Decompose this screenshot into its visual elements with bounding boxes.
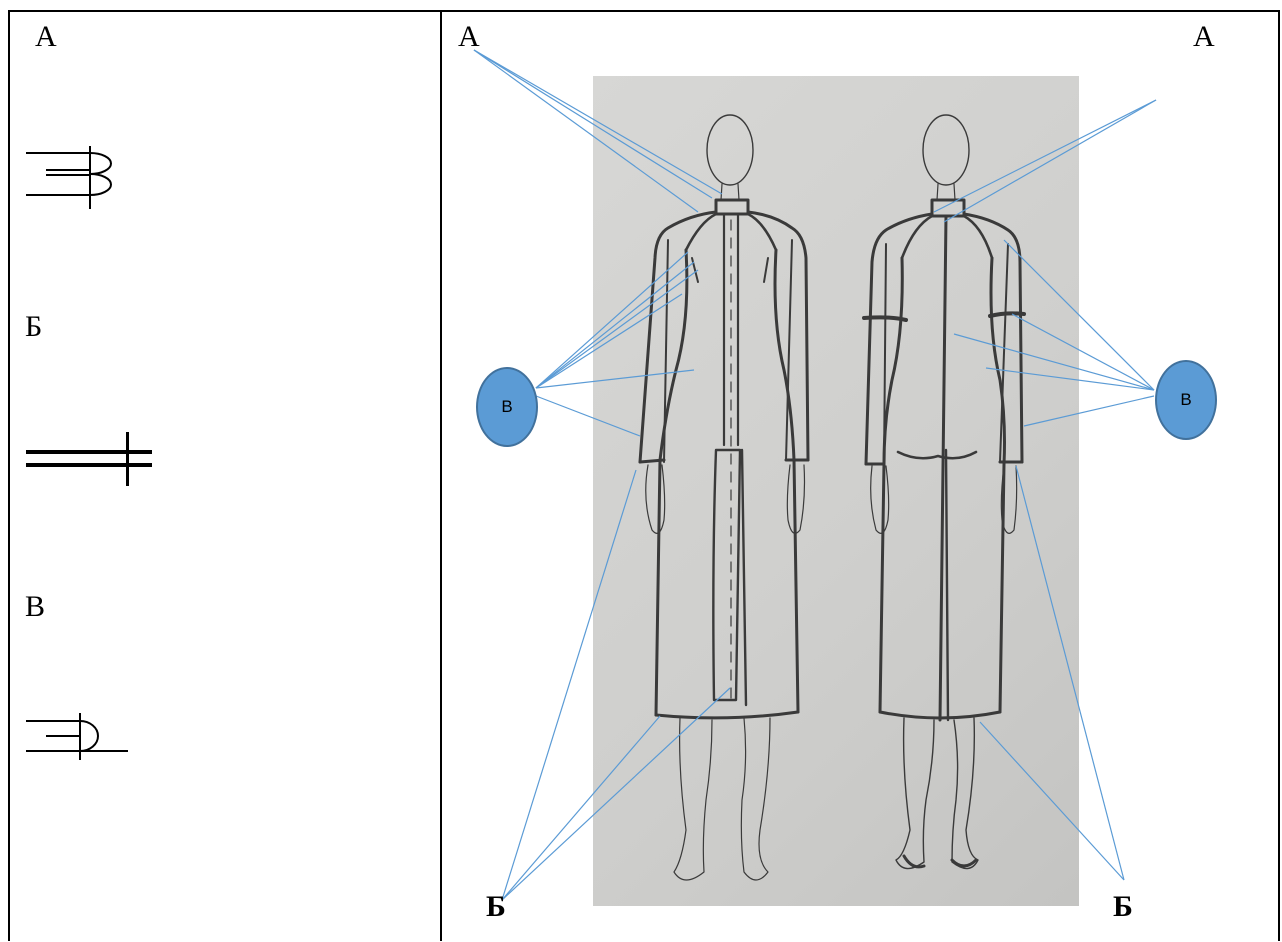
legend-label-a: А <box>35 20 57 53</box>
callout-circle-front: В <box>476 367 538 447</box>
sketch-label-a-front: А <box>458 20 480 53</box>
column-divider <box>440 10 442 941</box>
double-stitch-seam-symbol-icon <box>26 146 112 209</box>
legend-label-b: Б <box>25 310 43 343</box>
front-figure <box>638 114 810 881</box>
leader-lines <box>473 49 1157 901</box>
sketch-label-b-back: Б <box>1113 890 1133 923</box>
sketch-label-a-back: А <box>1193 20 1215 53</box>
sketch-label-b-front: Б <box>486 890 506 923</box>
back-figure <box>862 114 1026 870</box>
callout-circle-back: В <box>1155 360 1217 440</box>
legend-label-v: В <box>25 590 46 623</box>
edge-stitch-seam-symbol-icon <box>26 713 128 760</box>
double-line-seam-symbol-icon <box>26 432 152 486</box>
table-frame <box>8 10 1280 941</box>
callout-circle-front-label: В <box>501 397 513 416</box>
sketch-paper <box>593 76 1079 906</box>
callout-circle-back-label: В <box>1180 390 1192 409</box>
